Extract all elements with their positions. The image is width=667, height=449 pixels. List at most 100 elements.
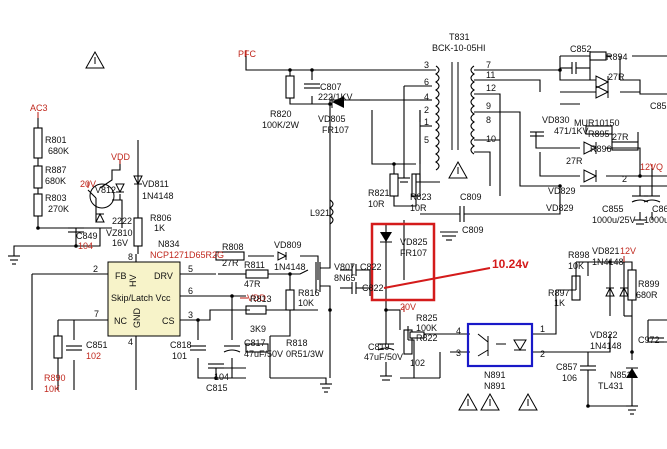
label-r895v: 27R (612, 132, 629, 142)
label-r816v: 10K (298, 298, 314, 308)
label-r820: R820 (270, 109, 292, 119)
label-r897v: 1K (554, 298, 565, 308)
label-c807: C807 (320, 82, 342, 92)
label-c809b: C809 (462, 225, 484, 235)
label-c819v: 47uF/50V (364, 352, 403, 362)
pin-num-4: 4 (128, 337, 133, 347)
label-471-1kv: 471/1KV (554, 126, 589, 136)
label-20v-b: 20V (400, 302, 416, 312)
pin-num-3: 3 (188, 310, 193, 320)
tpin-1: 1 (424, 117, 429, 127)
label-r898: R898 (568, 250, 590, 260)
label-v812: V812 (95, 185, 116, 195)
label-v807: V807 (334, 262, 355, 272)
pin-num-6: 6 (188, 286, 193, 296)
transistor-v812 (89, 183, 115, 209)
measurement-pointer (383, 267, 491, 289)
label-r890v: 10K (44, 384, 60, 394)
opin-4: 4 (456, 326, 461, 336)
pin-hv: HV (128, 274, 138, 287)
label-r896: R896 (590, 144, 612, 154)
warning-icon (458, 392, 478, 411)
label-n891b: N891 (484, 381, 506, 391)
label-vd822v: 1N4148 (590, 341, 622, 351)
label-r813: R813 (250, 294, 272, 304)
label-r895: R895 (588, 129, 610, 139)
label-c819: C819 (368, 342, 390, 352)
label-vz810: VZ810 (106, 228, 133, 238)
pin-nc: NC (114, 316, 127, 326)
tpin-4: 4 (424, 92, 429, 102)
pin-gnd: GND (132, 308, 142, 329)
red-wires (37, 50, 653, 312)
label-vd809: VD809 (274, 240, 302, 250)
label-r887v: 680K (45, 176, 66, 186)
label-n851: N851 (610, 370, 632, 380)
label-r811v: 47R (244, 279, 261, 289)
label-r825: R825 (416, 313, 438, 323)
label-r890: R890 (44, 373, 66, 383)
optocoupler-n891 (466, 322, 534, 368)
tpin-5: 5 (424, 135, 429, 145)
tpin-11: 11 (486, 70, 495, 80)
label-vd821v: 1N4148 (592, 257, 624, 267)
pin-num-7: 7 (94, 309, 99, 319)
label-t831: T831 (449, 32, 470, 42)
highlight-box (370, 222, 436, 302)
tpin-2: 2 (424, 105, 429, 115)
label-c822: C822 (360, 262, 382, 272)
label-r811: R811 (244, 260, 265, 270)
label-12v: 12V (620, 246, 636, 256)
optocoupler-inner (477, 333, 527, 357)
label-vd825: VD825 (400, 237, 428, 247)
label-c855: C855 (602, 204, 624, 214)
pin-num-8: 8 (128, 252, 133, 262)
label-r822v: 102 (410, 358, 425, 368)
label-r818v: 0R51/3W (286, 349, 324, 359)
label-l921: L921 (310, 208, 330, 218)
label-r818: R818 (286, 338, 308, 348)
label-vd811v: 1N4148 (142, 191, 174, 201)
label-c815v: 104 (214, 372, 229, 382)
label-r806: R806 (150, 213, 172, 223)
label-v20: 20V (80, 179, 96, 189)
label-r899: R899 (638, 279, 660, 289)
pin-cs: CS (162, 316, 175, 326)
label-r894: R894 (606, 52, 628, 62)
label-c851: C851 (86, 340, 108, 350)
tpin-12: 12 (486, 83, 496, 93)
label-r823v: 10R (410, 203, 427, 213)
label-r898v: 10K (568, 261, 584, 271)
label-27r: 27R (566, 156, 583, 166)
label-1000u: 1000u (644, 215, 667, 225)
label-2222: 2222 (112, 216, 132, 226)
ic-n834-body (107, 261, 181, 337)
tpin-10: 10 (486, 134, 496, 144)
label-bck: BCK-10-05HI (432, 43, 486, 53)
label-r899v: 680R (636, 290, 658, 300)
label-12vq: 12VQ (640, 162, 663, 172)
label-c851v: 102 (86, 351, 101, 361)
label-v807v: 8N65 (334, 273, 356, 283)
label-c815: C815 (206, 383, 228, 393)
pin-num-2: 2 (93, 264, 98, 274)
label-ac3: AC3 (30, 103, 48, 113)
label-vd830: VD830 (542, 115, 570, 125)
label-c856: C856 (650, 101, 667, 111)
tpin-7: 7 (486, 60, 491, 70)
label-vd809v: 1N4148 (274, 262, 306, 272)
label-tl431: TL431 (598, 381, 624, 391)
pin-drv: DRV (154, 271, 173, 281)
label-c822b: C822 (362, 283, 384, 293)
label-ncp: NCP1271D65R2G (150, 250, 224, 260)
label-c849: C849 (76, 231, 98, 241)
label-r887: R887 (45, 165, 67, 175)
junction-dots (36, 68, 642, 408)
label-r813v: 3K9 (250, 324, 266, 334)
opin-3: 3 (456, 348, 461, 358)
label-s2: 2 (622, 174, 627, 184)
label-mur10150: MUR10150 (574, 118, 620, 128)
tpin-8: 8 (486, 115, 491, 125)
warning-icon (518, 392, 538, 411)
